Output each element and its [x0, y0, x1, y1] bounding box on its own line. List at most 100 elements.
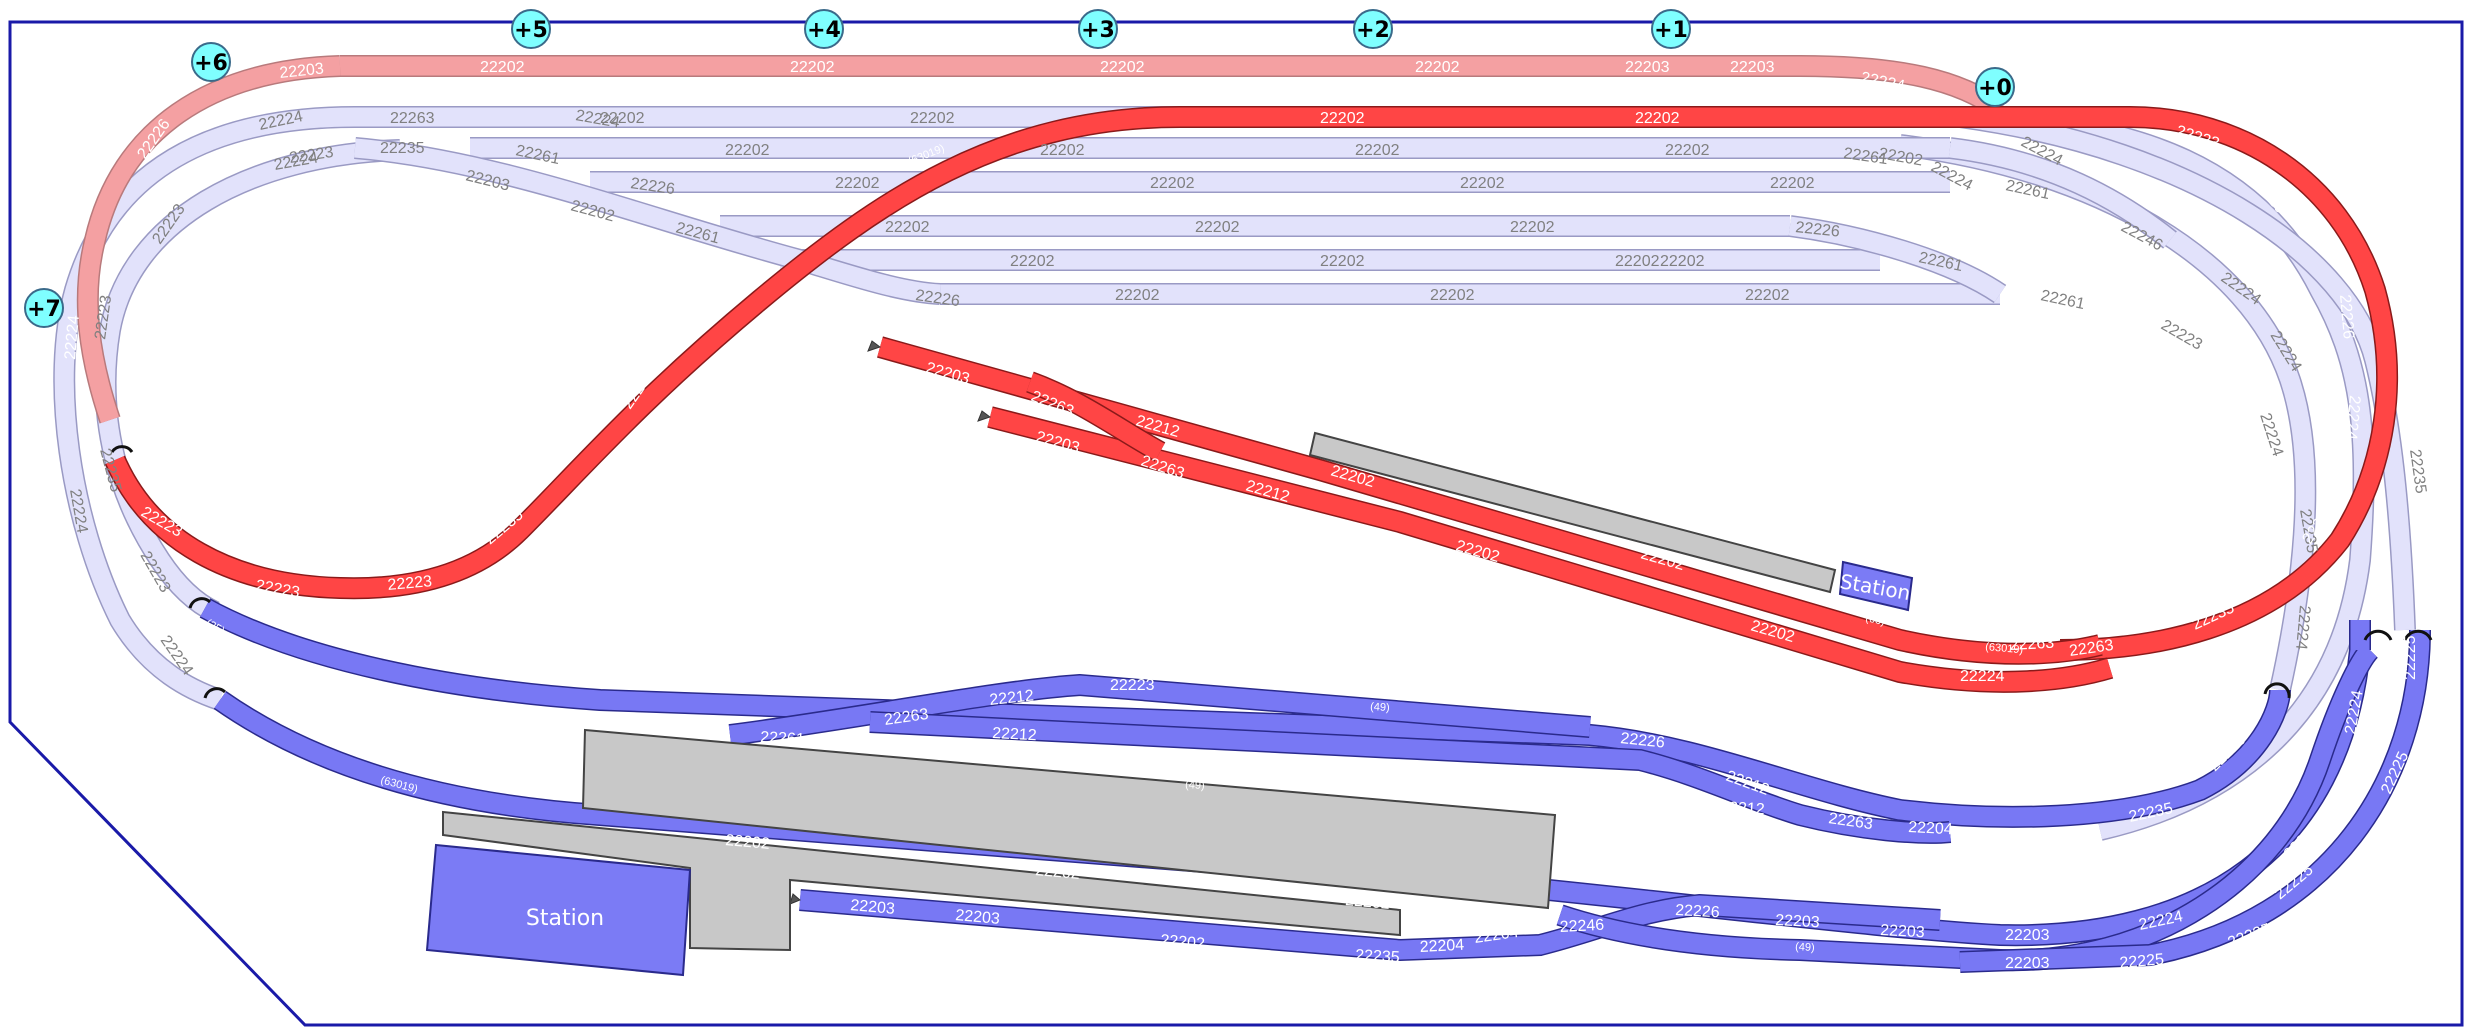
tunnel-portal-icon: [2263, 682, 2291, 699]
track-piece-label: (49): [1370, 701, 1390, 714]
blue-track-labels: (25) (63019) (63019) 22202 22261 22263 2…: [204, 617, 2420, 972]
track-piece-label: 22202: [1660, 253, 1705, 270]
station-label: Station: [526, 906, 604, 931]
track-piece-label: 22235: [2406, 448, 2429, 495]
track-piece-label: 22202: [1345, 892, 1391, 913]
track-piece-label: 22202: [1150, 175, 1195, 192]
track-piece-label: 22224: [1960, 668, 2005, 685]
track-piece-label: 22261: [674, 219, 721, 247]
track-piece-label: 22202: [1010, 253, 1055, 270]
track-piece-label: 22212: [992, 725, 1037, 744]
height-marker: +5: [514, 18, 548, 43]
lower-main-platform: [581, 728, 1557, 910]
track-piece-label: 22223: [1110, 677, 1155, 694]
track-piece-label: 22202: [1115, 287, 1160, 304]
track-piece-label: 22225: [2402, 635, 2419, 680]
pink-track-labels: 22203 22202 22202 22202 22202 22203 2220…: [62, 59, 1906, 360]
baseboard-outline: [8, 20, 2464, 1027]
track-piece-label: 22203: [2005, 955, 2050, 972]
track-piece-label: 22202: [1355, 142, 1400, 159]
track-piece-label: (63019): [1985, 641, 2024, 656]
track-piece-label: 22202: [1035, 862, 1081, 883]
track-piece-label: 22223: [92, 294, 115, 341]
track-piece-label: 22203: [955, 907, 1001, 928]
height-marker: +1: [1654, 18, 1688, 43]
track-piece-label: 22204: [1908, 819, 1953, 838]
track-piece-label: 22261: [760, 729, 805, 748]
station-lower: Station: [425, 843, 692, 977]
tunnel-portal-icon: [2363, 629, 2393, 641]
track-piece-label: 22203: [1775, 912, 1820, 931]
track-piece-label: 22226: [1620, 730, 1666, 752]
track-piece-label: 22203: [279, 60, 325, 82]
track-piece-label: 22202: [1320, 110, 1365, 127]
track-piece-label: 22202: [1040, 142, 1085, 159]
track-piece-label: 22212: [989, 687, 1035, 709]
track-piece-label: 22263: [1827, 810, 1874, 833]
tunnel-portal-icon: [188, 597, 212, 609]
track-piece-label: 22261: [2039, 287, 2086, 313]
track-piece-label: 22202: [790, 59, 835, 76]
track-piece-label: 22212: [1720, 799, 1765, 818]
track-piece-label: 22203: [1625, 59, 1670, 76]
track-piece-label: (63019): [294, 673, 334, 696]
track-piece-label: 22202: [600, 110, 645, 127]
track-piece-label: 22202: [548, 710, 594, 731]
track-piece-label: 22202: [1665, 142, 1710, 159]
tunnel-portals: [110, 445, 2433, 699]
track-piece-label: 22202: [725, 142, 770, 159]
track-piece-label: 22202: [835, 175, 880, 192]
track-piece-label: (49): [1795, 941, 1815, 954]
track-piece-label: 22202: [1645, 832, 1690, 851]
tunnel-portal-icon: [2403, 629, 2433, 641]
track-piece-label: 22202: [910, 110, 955, 127]
height-marker: +6: [194, 51, 228, 76]
upper-platform: [1308, 431, 1837, 594]
track-piece-label: 22202: [480, 59, 525, 76]
track-piece-label: 22263: [2009, 830, 2054, 849]
track-piece-label: 22224: [2292, 605, 2313, 651]
station-upper: Station: [1838, 560, 1914, 612]
track-piece-label: 22204: [1473, 924, 1520, 947]
track-piece-label: 22235: [1355, 947, 1400, 966]
tunnel-portal-icon: [203, 687, 227, 699]
track-piece-label: 22202: [1195, 219, 1240, 236]
height-marker: +0: [1978, 76, 2012, 101]
lavender-track-group: [53, 106, 2416, 841]
track-piece-label: 22202: [1635, 110, 1680, 127]
track-piece-label: 22224: [2256, 411, 2286, 459]
track-piece-label: 22226: [629, 175, 676, 198]
track-piece-label: (49): [1365, 764, 1385, 777]
track-piece-label: 22226: [1675, 902, 1720, 921]
track-piece-label: 22202: [885, 219, 930, 236]
height-marker: +4: [807, 18, 841, 43]
height-marker: +3: [1081, 18, 1115, 43]
track-piece-label: 22202: [1100, 59, 1145, 76]
track-piece-label: 22223: [387, 573, 433, 594]
track-piece-label: 22263: [2009, 635, 2054, 654]
height-marker: +2: [1356, 18, 1390, 43]
track-piece-label: 22224: [2342, 395, 2363, 441]
track-piece-label: 22202: [1745, 287, 1790, 304]
red-track-group: [104, 106, 2398, 693]
track-piece-label: 22223: [288, 144, 335, 167]
track-piece-label: 22246: [1559, 917, 1604, 936]
track-piece-label: 22226: [2336, 294, 2357, 340]
track-piece-label: 22225: [2119, 951, 2165, 972]
lower-side-platform: [442, 810, 1401, 952]
track-piece-label: 22235: [380, 140, 425, 157]
blue-track-group: [199, 598, 2431, 973]
track-piece-label: 22226: [1894, 845, 1939, 864]
track-piece-label: 22203: [850, 897, 896, 918]
track-piece-label: 22202: [1430, 287, 1475, 304]
track-piece-label: 22226: [1795, 219, 1841, 241]
platforms: [442, 431, 1837, 952]
track-piece-label: (49): [1185, 779, 1205, 792]
height-marker: +7: [27, 297, 61, 322]
track-piece-label: 22202: [1460, 175, 1505, 192]
track-piece-label: (63): [1864, 612, 1886, 628]
track-piece-label: 22202: [1615, 253, 1660, 270]
track-piece-label: 22202: [1320, 253, 1365, 270]
track-piece-label: 22202: [1510, 219, 1555, 236]
